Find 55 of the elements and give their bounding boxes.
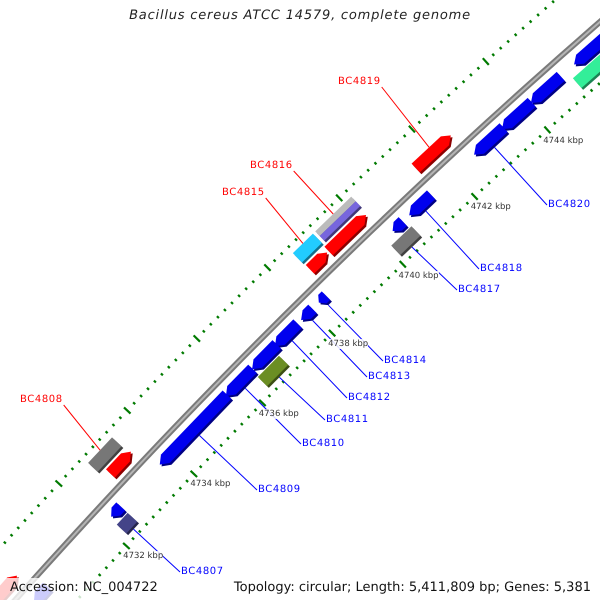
scale-label: 4734 kbp <box>190 479 230 490</box>
gene-block <box>226 364 259 398</box>
gene-block <box>409 190 437 218</box>
leader-line <box>381 86 430 148</box>
gene-label: BC4811 <box>326 414 369 426</box>
footer-text: Topology: circular; Length: 5,411,809 bp; Genes: 5,381 <box>234 580 591 596</box>
gene-block <box>160 390 234 466</box>
leader-line <box>412 246 458 290</box>
gene-block <box>502 98 538 131</box>
scale-label: 4742 kbp <box>470 202 511 212</box>
gene-block <box>392 217 409 233</box>
gene-label: BC4817 <box>458 284 501 296</box>
gene-block <box>474 123 510 157</box>
leader-line <box>426 210 480 270</box>
feature-block <box>116 512 140 536</box>
gene-block <box>274 319 304 348</box>
scale-label: 4732 kbp <box>123 551 164 562</box>
scale-label: 4740 kbp <box>398 270 439 281</box>
gene-block <box>106 452 133 480</box>
feature-block <box>258 356 290 388</box>
gene-label: BC4816 <box>250 160 293 172</box>
gene-label: BC4818 <box>480 263 523 275</box>
leader-line <box>133 528 180 572</box>
map-title: Bacillus cereus ATCC 14579, complete genome <box>128 8 472 23</box>
feature-block <box>391 226 422 257</box>
gene-label: BC4809 <box>258 484 301 496</box>
gene-block <box>306 252 329 276</box>
gene-block <box>111 502 127 518</box>
gene-label: BC4813 <box>368 371 411 383</box>
gene-label: BC4807 <box>181 566 224 578</box>
leader-line <box>63 404 101 451</box>
scale-label: 4738 kbp <box>328 339 368 350</box>
gene-label: BC4820 <box>548 199 591 211</box>
leader-line <box>293 170 334 214</box>
gene-block <box>530 72 566 105</box>
gene-block <box>412 135 452 174</box>
leader-line <box>278 376 326 420</box>
leader-line <box>328 304 384 362</box>
gene-label: BC4814 <box>384 355 427 367</box>
scale-label: 4744 kbp <box>543 136 584 146</box>
leader-line <box>199 435 258 490</box>
gene-label: BC4819 <box>338 76 381 88</box>
gene-label: BC4812 <box>348 392 391 404</box>
feature-block <box>572 52 600 90</box>
gene-block <box>301 304 318 322</box>
footer-text: Accession: NC_004722 <box>10 580 158 596</box>
gene-block <box>318 291 332 306</box>
gene-label: BC4808 <box>20 394 63 406</box>
gene-block <box>324 214 368 258</box>
leader-line <box>265 198 304 244</box>
leader-line <box>292 340 348 398</box>
gene-label: BC4810 <box>302 438 345 450</box>
scale-label: 4736 kbp <box>258 408 299 419</box>
leader-line <box>494 147 548 206</box>
gene-label: BC4815 <box>222 187 265 199</box>
